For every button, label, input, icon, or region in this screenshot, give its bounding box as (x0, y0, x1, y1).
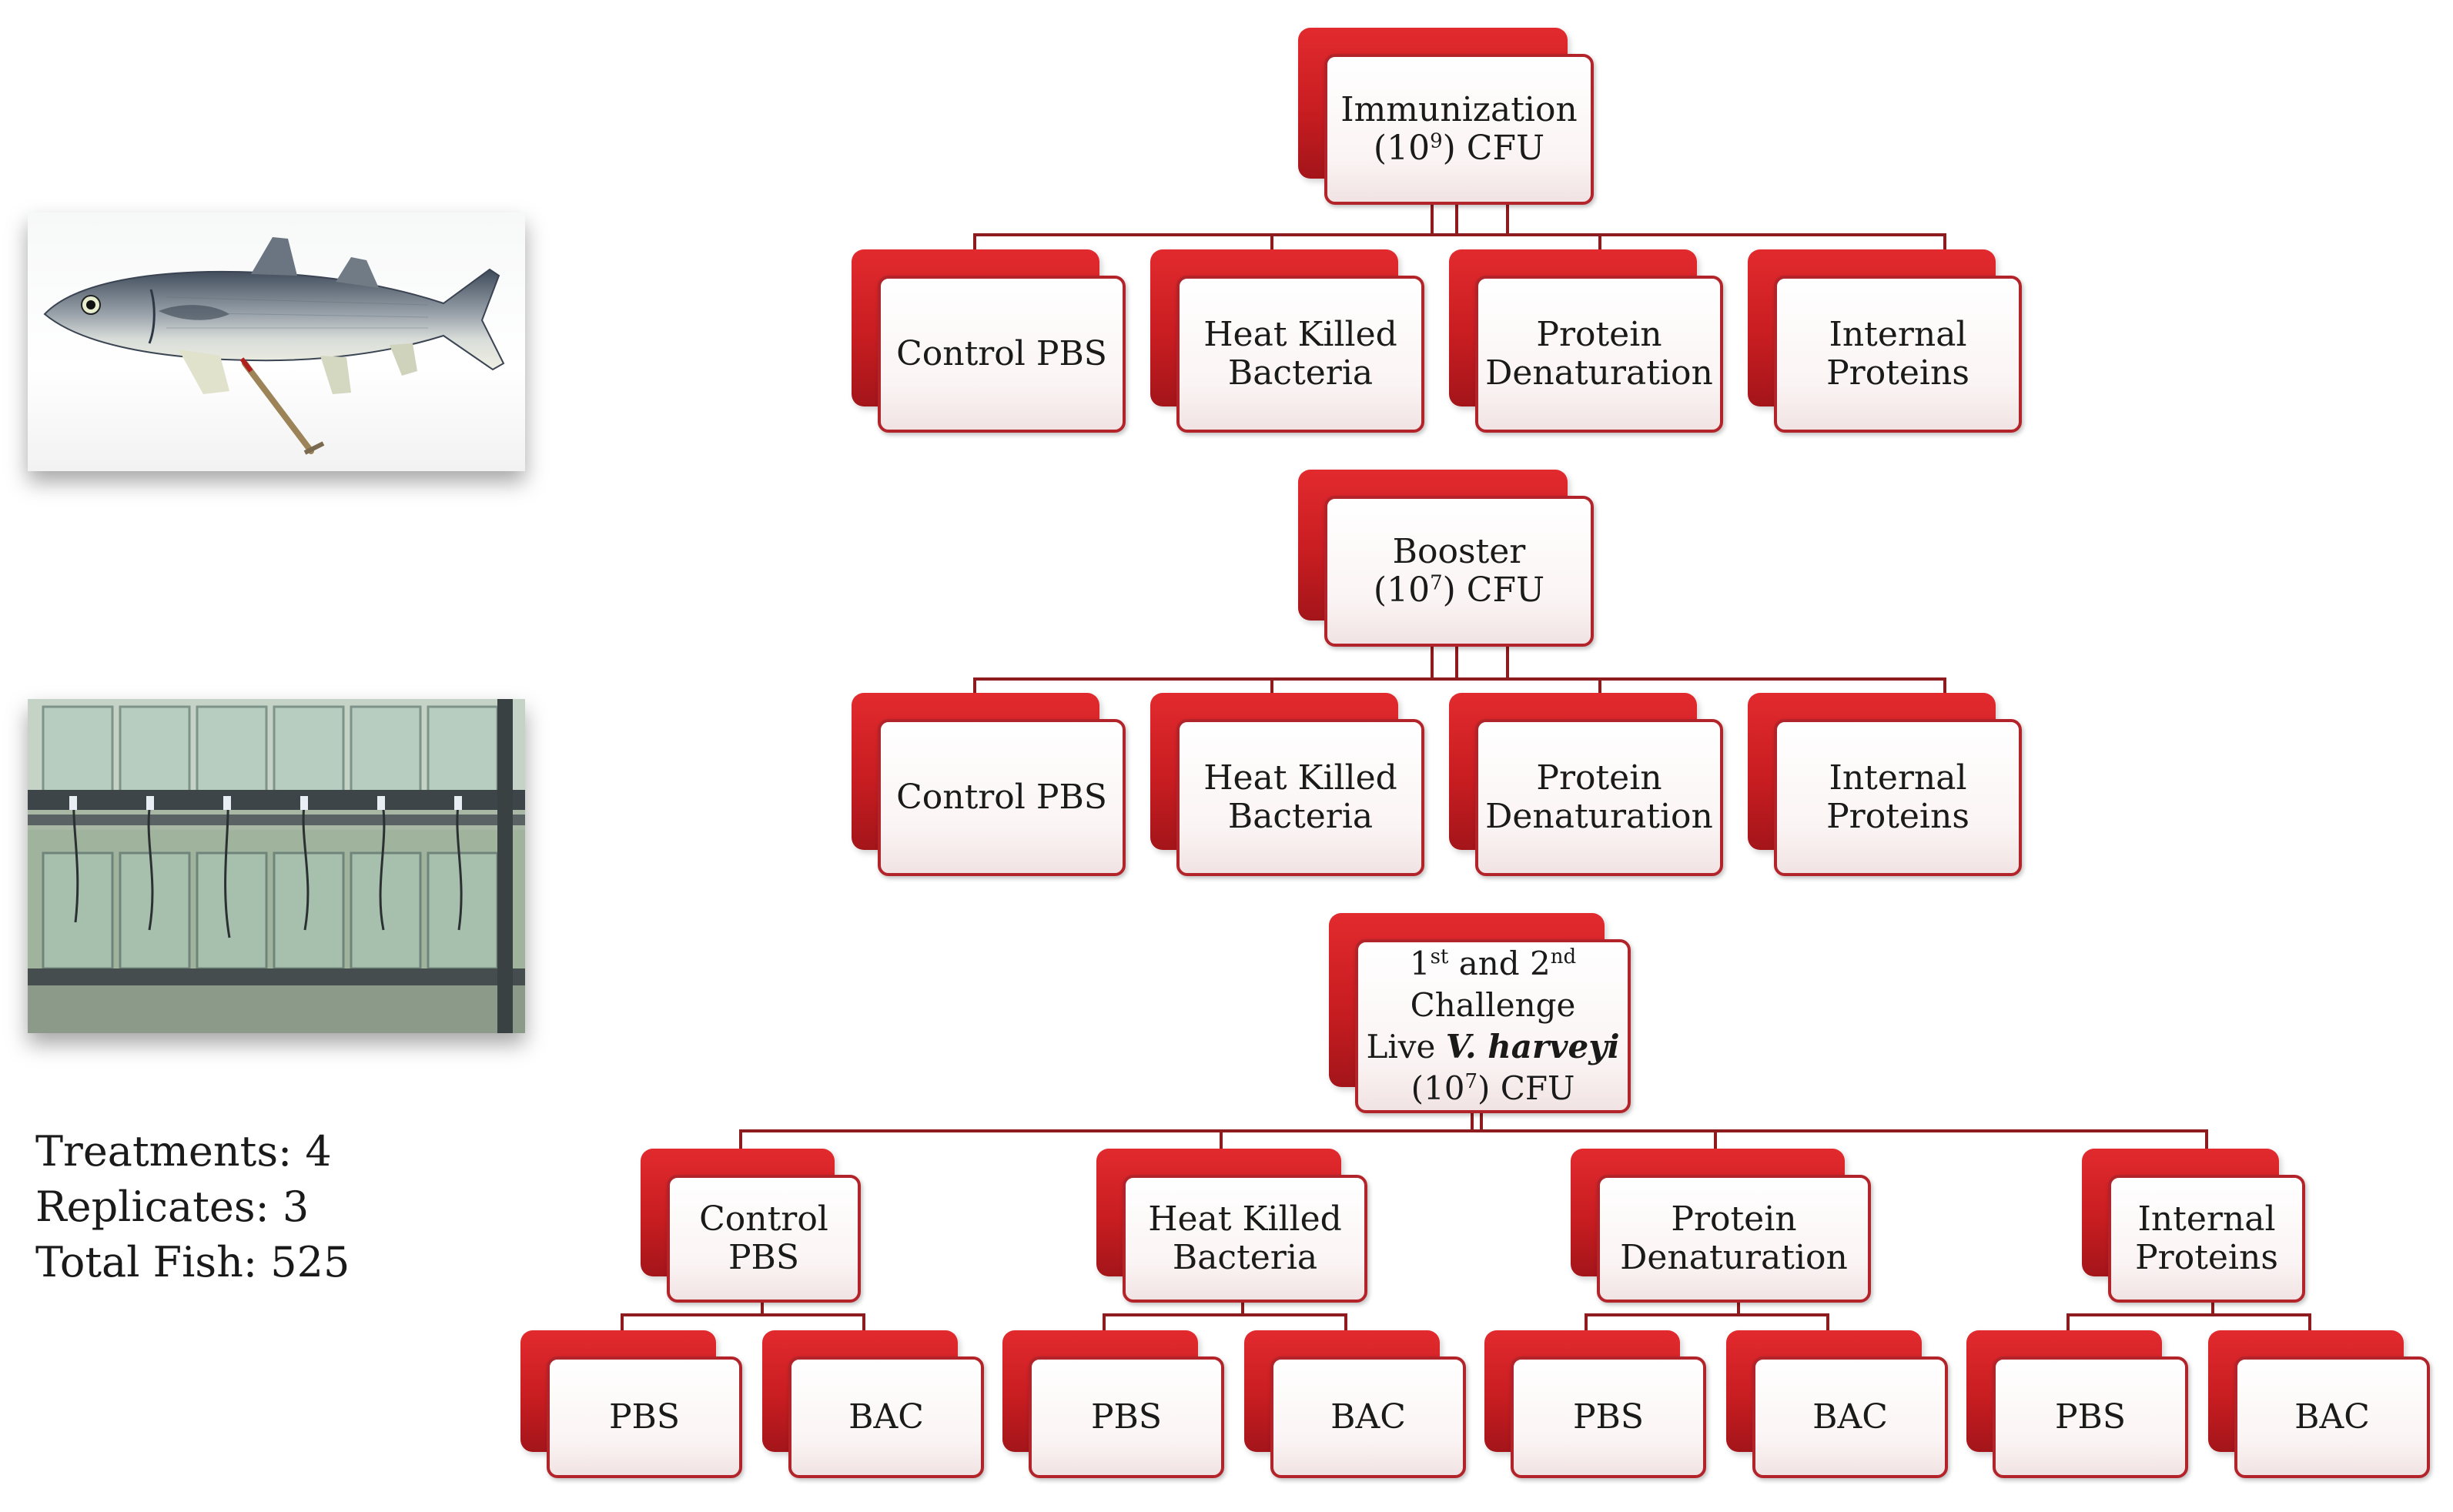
challenge-title: 1st and 2nd (1409, 945, 1577, 982)
booster-node: Booster (107) CFU (1298, 470, 1594, 647)
connector-line (1585, 1313, 1829, 1316)
connector-line (1506, 642, 1509, 679)
connector-line (1585, 1313, 1588, 1336)
challenge-pathogen: Live V. harveyi (1366, 1028, 1620, 1065)
connector-line (1103, 1313, 1106, 1336)
booster-dose: (107) CFU (1373, 570, 1545, 610)
subgroup-control-pbs: PBS (520, 1330, 742, 1478)
challenge-label: Challenge (1410, 986, 1576, 1024)
connector-line (2211, 1298, 2214, 1315)
connector-line (2308, 1313, 2311, 1336)
aquarium-icon (28, 699, 525, 1033)
challenge-node: 1st and 2nd Challenge Live V. harveyi (1… (1329, 913, 1631, 1113)
immunization-group-control: Control PBS (852, 249, 1126, 433)
connector-line (2205, 1129, 2208, 1152)
booster-group-control: Control PBS (852, 693, 1126, 876)
challenge-dose: (107) CFU (1411, 1069, 1575, 1107)
connector-line (621, 1313, 865, 1316)
connector-line (973, 677, 1946, 681)
connector-line (621, 1313, 624, 1336)
connector-line (1344, 1313, 1347, 1336)
connector-line (2066, 1313, 2070, 1336)
connector-line (1826, 1313, 1829, 1336)
connector-line (1455, 642, 1458, 679)
immunization-label: Immunization (1340, 90, 1578, 129)
connector-line (1455, 200, 1458, 235)
connector-line (1431, 200, 1434, 235)
connector-line (1506, 200, 1509, 235)
connector-line (1241, 1298, 1244, 1315)
subgroup-protein-denaturation-pbs: PBS (1484, 1330, 1706, 1478)
total-fish-count: Total Fish: 525 (35, 1238, 350, 1286)
connector-line (2066, 1313, 2311, 1316)
replicates-count: Replicates: 3 (35, 1183, 310, 1231)
subgroup-heat-killed-pbs: PBS (1002, 1330, 1224, 1478)
connector-line (1220, 1129, 1223, 1152)
connector-line (1103, 1313, 1347, 1316)
connector-line (1480, 1109, 1483, 1132)
subgroup-control-bac: BAC (762, 1330, 984, 1478)
connector-line (1431, 642, 1434, 679)
connector-line (1471, 1109, 1474, 1132)
connector-line (739, 1129, 2208, 1132)
treatments-count: Treatments: 4 (35, 1127, 332, 1176)
subgroup-heat-killed-bac: BAC (1244, 1330, 1466, 1478)
connector-line (862, 1313, 865, 1336)
connector-line (761, 1298, 764, 1315)
study-stats: Treatments: 4 Replicates: 3 Total Fish: … (35, 1124, 350, 1290)
connector-line (739, 1129, 742, 1152)
immunization-node: Immunization (109) CFU (1298, 28, 1594, 205)
subgroup-internal-proteins-bac: BAC (2208, 1330, 2430, 1478)
fish-injection-illustration (28, 212, 525, 471)
connector-line (1714, 1129, 1717, 1152)
fish-icon (43, 237, 505, 455)
connector-line (973, 233, 1946, 236)
aquarium-tanks-photo (28, 699, 525, 1033)
subgroup-internal-proteins-pbs: PBS (1966, 1330, 2188, 1478)
connector-line (1737, 1298, 1740, 1315)
immunization-dose: (109) CFU (1373, 129, 1545, 168)
booster-label: Booster (1392, 532, 1526, 571)
subgroup-protein-denaturation-bac: BAC (1726, 1330, 1948, 1478)
